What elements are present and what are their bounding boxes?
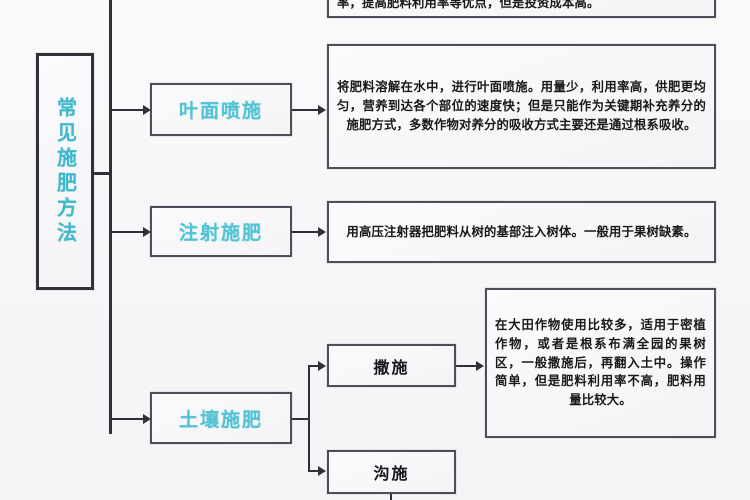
- description-foliar-spray-text: 将肥料溶解在水中，进行叶面喷施。用量少，利用率高，供肥更均匀，营养到达各个部位的…: [337, 80, 706, 132]
- arrow-broadcast-desc: [476, 361, 484, 371]
- clipped-top-description-text: 率，提高肥料利用率等优点，但是投资成本高。: [337, 0, 600, 11]
- connector-trunk-to-injection: [110, 231, 143, 233]
- arrow-to-broadcast: [318, 361, 326, 371]
- arrow-to-injection: [143, 227, 151, 237]
- description-broadcast-application: 在大田作物使用比较多，适用于密植作物，或者是根系布满全园的果树区，一般撒施后，再…: [485, 288, 716, 438]
- arrow-to-foliar: [143, 105, 151, 115]
- node-injection-fertilization[interactable]: 注射施肥: [150, 206, 292, 257]
- node-furrow-application-label: 沟施: [373, 464, 410, 483]
- arrow-injection-desc: [318, 227, 326, 237]
- node-broadcast-application[interactable]: 撒施: [327, 344, 456, 387]
- arrow-foliar-desc: [318, 105, 326, 115]
- connector-broadcast-to-desc: [456, 365, 478, 367]
- clipped-top-description-box: 率，提高肥料利用率等优点，但是投资成本高。: [327, 0, 716, 18]
- node-foliar-spray-label: 叶面喷施: [178, 100, 263, 122]
- connector-trunk-to-soil: [110, 418, 143, 420]
- connector-main-trunk: [109, 12, 112, 434]
- node-soil-fertilization[interactable]: 土壤施肥: [150, 392, 292, 444]
- root-node-common-fertilization-methods[interactable]: 常见施肥方法: [36, 53, 94, 290]
- node-furrow-application[interactable]: 沟施: [327, 450, 456, 494]
- connector-root-to-trunk: [93, 172, 111, 175]
- connector-injection-to-desc: [292, 231, 320, 233]
- node-broadcast-application-label: 撒施: [373, 357, 410, 377]
- description-injection-fertilization: 用高压注射器把肥料从树的基部注入树体。一般用于果树缺素。: [327, 201, 716, 263]
- description-foliar-spray: 将肥料溶解在水中，进行叶面喷施。用量少，利用率高，供肥更均匀，营养到达各个部位的…: [327, 44, 716, 169]
- connector-subtrunk-to-broadcast: [308, 365, 319, 367]
- arrow-to-soil: [143, 414, 151, 424]
- description-injection-fertilization-text: 用高压注射器把肥料从树的基部注入树体。一般用于果树缺素。: [346, 224, 697, 239]
- connector-furrow-down: [390, 494, 392, 500]
- connector-subtrunk-to-furrow: [308, 470, 319, 472]
- connector-sub-trunk: [308, 365, 310, 472]
- connector-trunk-to-foliar: [110, 109, 143, 111]
- connector-trunk-top: [109, 0, 112, 14]
- root-node-label: 常见施肥方法: [53, 96, 78, 247]
- node-foliar-spray[interactable]: 叶面喷施: [150, 83, 292, 136]
- connector-soil-to-subtrunk: [292, 418, 310, 420]
- arrow-to-furrow: [318, 466, 326, 476]
- node-soil-fertilization-label: 土壤施肥: [178, 408, 263, 431]
- connector-foliar-to-desc: [292, 109, 320, 111]
- node-injection-fertilization-label: 注射施肥: [178, 222, 263, 244]
- description-broadcast-application-text: 在大田作物使用比较多，适用于密植作物，或者是根系布满全园的果树区，一般撒施后，再…: [495, 318, 706, 408]
